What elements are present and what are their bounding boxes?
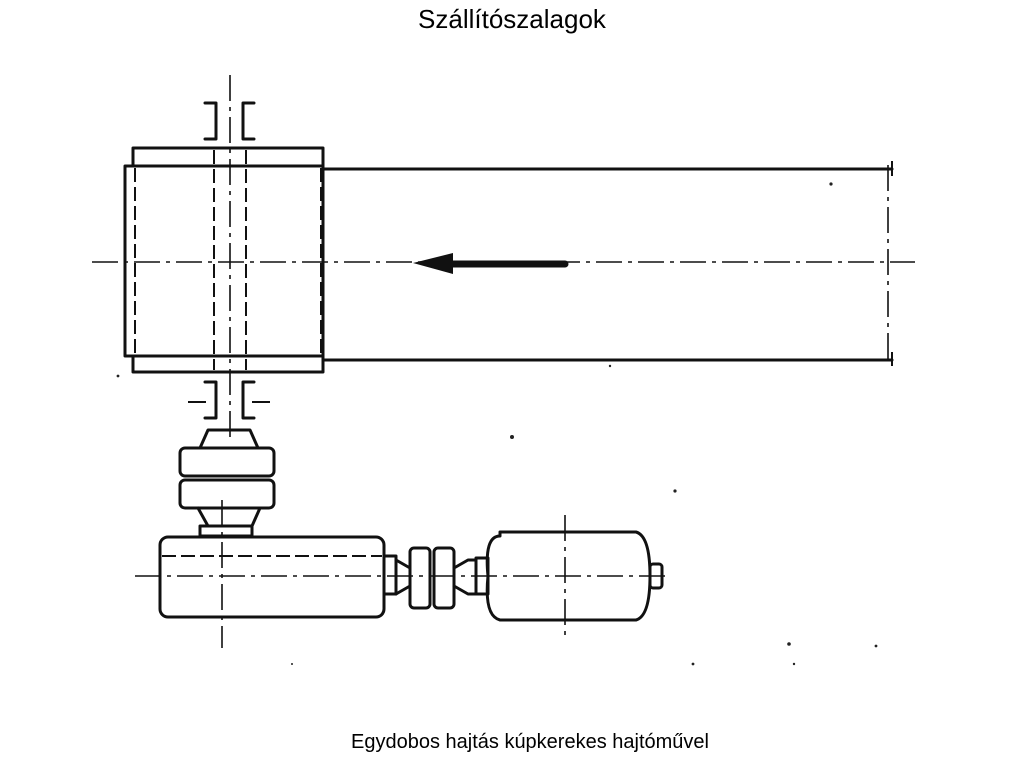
scan-specks — [116, 182, 878, 666]
lower-bearing — [188, 380, 270, 420]
drum-bottom-flange — [131, 354, 325, 374]
gearbox-input-neck — [198, 524, 254, 538]
drum-body — [123, 164, 325, 358]
drive-drum — [123, 146, 325, 374]
drum-top-flange — [131, 146, 325, 168]
lower-bearing-left-bracket — [203, 380, 218, 420]
coupling-upper-disc — [178, 446, 276, 478]
coupling-lower-disc — [178, 478, 276, 510]
motor-body — [485, 530, 652, 622]
motor-shaft-end — [648, 562, 664, 590]
h-coupling-left-cone — [394, 558, 412, 596]
gearbox-housing — [158, 535, 386, 619]
upper-bearing — [203, 101, 256, 141]
upper-bearing-right-bracket — [241, 101, 256, 141]
arrow-head — [413, 253, 453, 274]
horizontal-coupling — [394, 546, 478, 610]
figure-caption: Egydobos hajtás kúpkerekes hajtóművel — [351, 731, 709, 753]
coupling-upper-cone — [198, 428, 260, 450]
gearbox-output-stub — [382, 554, 398, 596]
h-coupling-left-disc — [408, 546, 432, 610]
h-coupling-right-disc — [432, 546, 456, 610]
h-coupling-right-cone — [452, 558, 478, 596]
direction-arrow — [413, 253, 569, 274]
bevel-gearbox — [158, 535, 398, 619]
coupling-lower-cone — [196, 506, 262, 528]
electric-motor — [474, 530, 664, 622]
slide-title: Szállítószalagok — [418, 4, 606, 34]
conveyor-belt — [321, 161, 894, 366]
lower-bearing-right-bracket — [241, 380, 256, 420]
vertical-coupling — [178, 428, 276, 538]
upper-bearing-left-bracket — [203, 101, 218, 141]
